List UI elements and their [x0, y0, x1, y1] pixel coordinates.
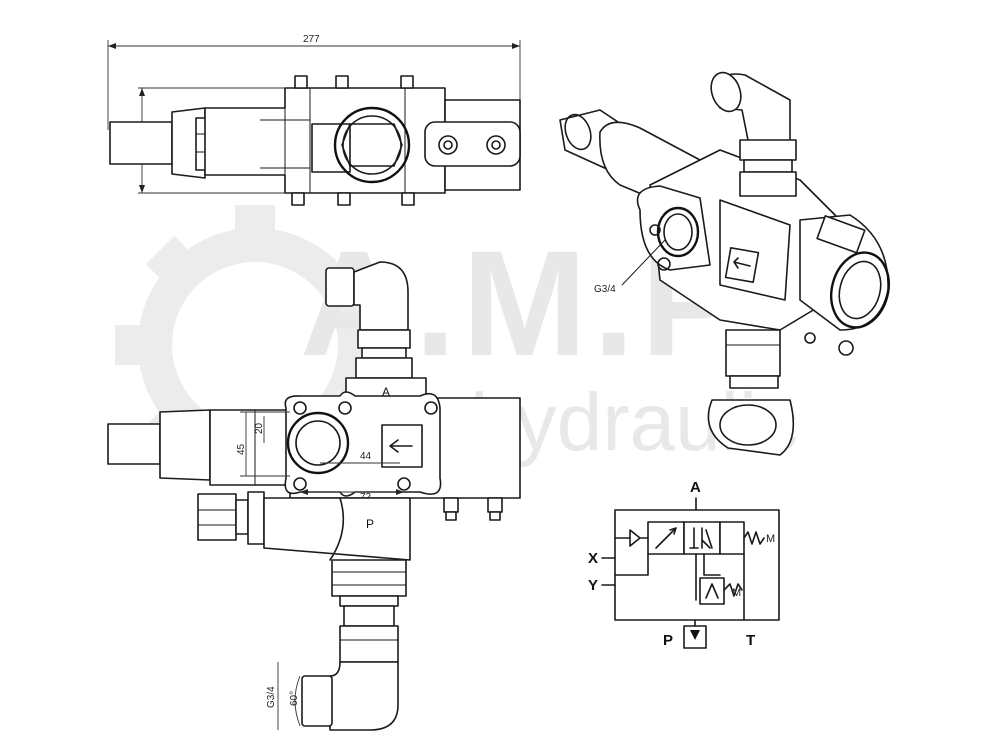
- front-port-circle: [286, 411, 350, 475]
- valve-box-1: [647, 521, 685, 555]
- symbol-m1: M: [766, 533, 775, 545]
- relief-valve: [699, 577, 725, 605]
- symbol-label-y: Y: [588, 577, 598, 594]
- upper-elbow-fitting: [325, 261, 413, 379]
- angle-60-label: 60°: [289, 691, 300, 706]
- port-p-label: P: [366, 517, 374, 531]
- port-a-label: A: [382, 385, 390, 399]
- hydraulic-symbol: A M M X Y P T: [588, 479, 780, 649]
- dim-277-label: 277: [303, 34, 320, 45]
- symbol-m2: M: [732, 587, 741, 599]
- top-port-circle: [333, 106, 411, 184]
- front-stem: [107, 423, 161, 465]
- lever-pin-2: [486, 135, 506, 155]
- symbol-label-t: T: [746, 632, 755, 649]
- iso-bottom-fitting: [707, 329, 795, 456]
- top-bolts: [291, 75, 415, 206]
- top-stem: [109, 121, 173, 165]
- valve-box-3: [719, 521, 745, 555]
- iso-top-elbow: [710, 71, 797, 197]
- symbol-label-a: A: [690, 479, 701, 496]
- symbol-label-x: X: [588, 550, 598, 567]
- top-view: 277 70: [107, 34, 521, 206]
- front-view: A 45 20 44 72: [107, 261, 521, 731]
- port-p-block: [263, 497, 411, 561]
- dim-44-label: 44: [360, 451, 372, 462]
- iso-thread-label: G3/4: [594, 284, 616, 295]
- dim-20-label: 20: [254, 422, 265, 434]
- lever-pin-1: [438, 135, 458, 155]
- thread-g34-bottom: G3/4: [266, 686, 277, 708]
- symbol-outline: [614, 509, 780, 621]
- iso-view: G3/4: [559, 71, 890, 456]
- symbol-label-p: P: [663, 632, 673, 649]
- top-valve-block: [311, 123, 351, 173]
- left-lower-fitting: [197, 493, 237, 541]
- dim-45-label: 45: [236, 443, 247, 455]
- lower-fitting-stack: [301, 559, 407, 731]
